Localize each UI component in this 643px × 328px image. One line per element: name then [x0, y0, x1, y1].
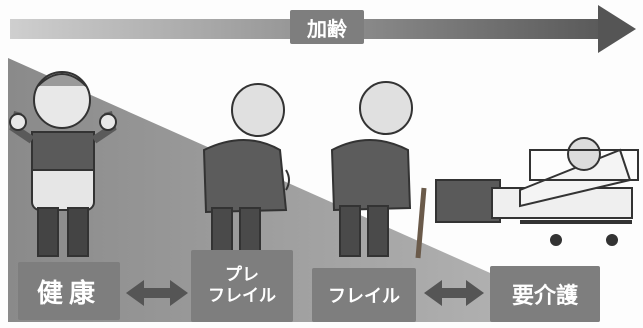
stage-label-pre-frail-line1: プレ	[225, 264, 259, 285]
stage-label-pre-frail-line2: フレイル	[208, 286, 276, 306]
stage-label-pre-frail: プレ フレイル	[191, 250, 293, 322]
cane-icon	[415, 187, 427, 259]
bidirectional-arrow-icon	[126, 280, 188, 306]
hospital-bed-icon	[435, 137, 639, 246]
stage-label-health: 健康	[18, 262, 120, 320]
bidirectional-arrow-icon	[424, 280, 484, 306]
aging-label: 加齢	[290, 10, 364, 44]
frail-person-figure	[330, 81, 427, 259]
stage-label-care: 要介護	[490, 266, 600, 322]
healthy-person-figure	[9, 71, 117, 257]
stage-label-frail: フレイル	[312, 268, 416, 322]
pre-frail-person-figure	[202, 83, 290, 253]
decline-wedge	[8, 58, 600, 322]
